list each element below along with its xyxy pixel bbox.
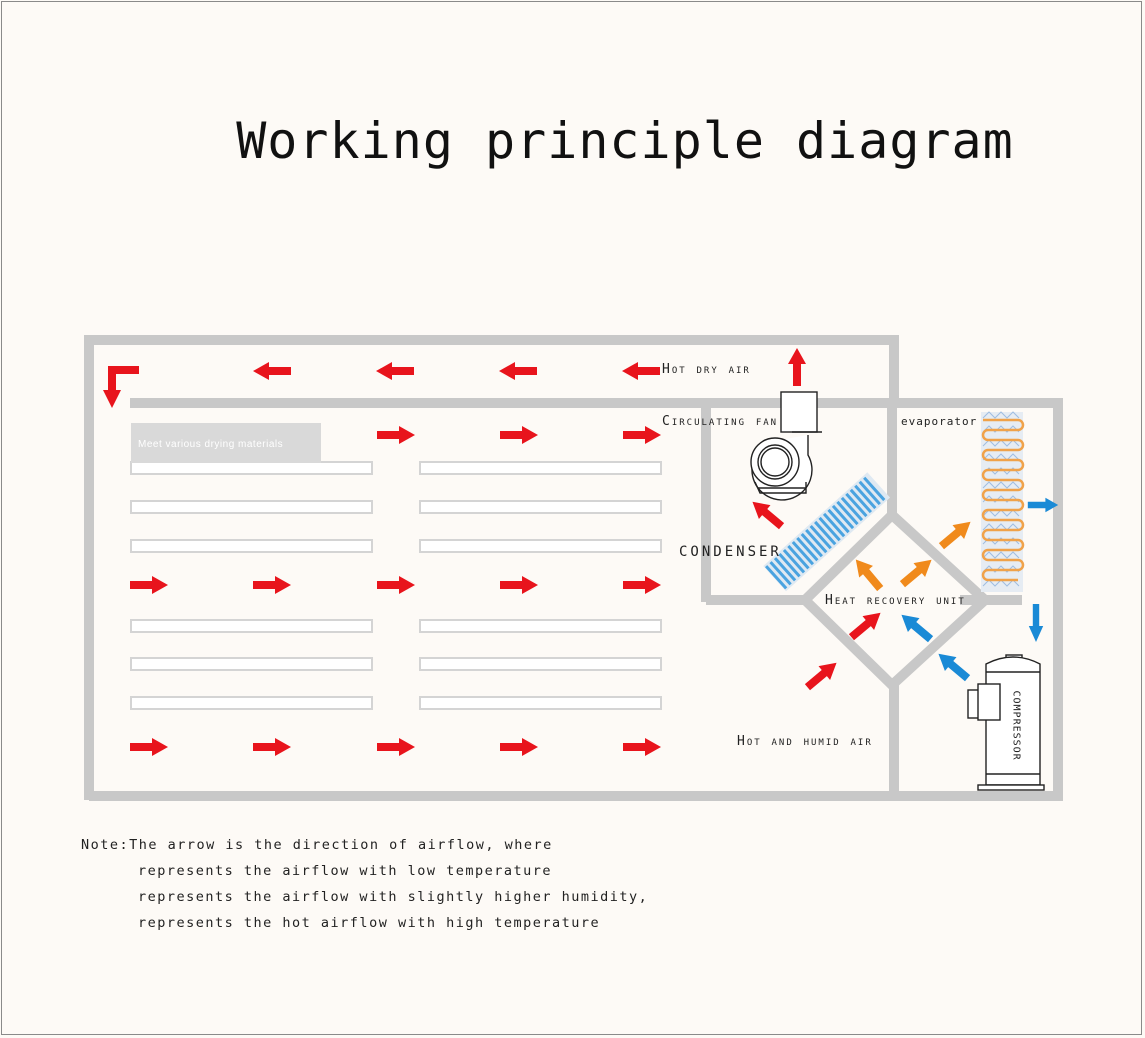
note-line-1: The arrow is the direction of airflow, w… — [129, 837, 553, 853]
label-hot-humid-air: Hot and humid air — [737, 734, 873, 749]
hot-arrow-right — [377, 426, 415, 444]
compressor-unit — [967, 654, 1045, 791]
humid-arrow — [848, 553, 888, 595]
note-line-2: represents the airflow with low temperat… — [138, 863, 552, 879]
shelf — [419, 657, 662, 671]
page-title: Working principle diagram — [236, 112, 1014, 170]
circulating-fan — [750, 391, 822, 501]
cold-arrow — [932, 646, 974, 686]
note-line-3: represents the airflow with slightly hig… — [138, 889, 649, 905]
hot-arrow-right — [623, 576, 661, 594]
humid-arrow — [935, 514, 977, 554]
shelf — [419, 696, 662, 710]
note-line-4: represents the hot airflow with high tem… — [138, 915, 601, 931]
hot-arrow-right — [500, 426, 538, 444]
humid-air-arrows — [848, 514, 977, 595]
room-walls — [84, 335, 1063, 801]
shelf — [419, 461, 662, 475]
hot-arrow-right — [253, 576, 291, 594]
hot-arrow-diagonal — [845, 605, 887, 645]
hot-arrow-right — [623, 738, 661, 756]
hot-arrow-right — [500, 576, 538, 594]
label-heat-recovery-unit: Heat recovery unit — [825, 593, 966, 608]
shelf — [419, 619, 662, 633]
shelf-caption: Meet various drying materials — [131, 423, 321, 463]
drying-shelves — [130, 461, 662, 710]
hot-arrow-right — [377, 738, 415, 756]
hot-air-arrows-top — [103, 348, 806, 408]
shelf — [130, 461, 373, 475]
shelf — [130, 696, 373, 710]
cold-arrow-down — [1028, 604, 1044, 642]
note-prefix: Note: — [81, 837, 130, 853]
label-condenser: CONDENSER — [679, 544, 782, 560]
hot-arrow-left — [253, 362, 291, 380]
heat-recovery-unit-outline — [797, 508, 993, 692]
shelf — [130, 619, 373, 633]
shelf — [419, 500, 662, 514]
shelf — [419, 539, 662, 553]
label-compressor: COMPRESSOR — [1010, 690, 1022, 761]
hot-arrow-diagonal — [801, 655, 843, 695]
hot-arrow-right — [253, 738, 291, 756]
corner-arrow — [108, 366, 139, 392]
hot-arrow-left — [376, 362, 414, 380]
evaporator-coil — [981, 411, 1025, 592]
hot-arrow-left — [499, 362, 537, 380]
condenser-coil — [763, 472, 891, 592]
hot-arrow-right — [623, 426, 661, 444]
label-hot-dry-air: Hot dry air — [662, 362, 751, 377]
shelf — [130, 657, 373, 671]
hot-arrow-right — [377, 576, 415, 594]
label-circulating-fan: Circulating fan — [662, 414, 779, 429]
hot-arrow-right — [130, 738, 168, 756]
legend-note: Note:The arrow is the direction of airfl… — [81, 832, 648, 936]
shelf — [130, 500, 373, 514]
label-evaporator: evaporator — [901, 415, 978, 428]
hot-arrow-left — [622, 362, 660, 380]
hot-arrow-right — [500, 738, 538, 756]
cold-arrow — [895, 607, 937, 647]
humid-arrow — [896, 552, 938, 592]
outer-wall — [84, 335, 1063, 801]
shelf — [130, 539, 373, 553]
hot-arrow-up — [788, 348, 806, 386]
corner-arrow-head — [103, 390, 121, 408]
hot-arrow-right — [130, 576, 168, 594]
